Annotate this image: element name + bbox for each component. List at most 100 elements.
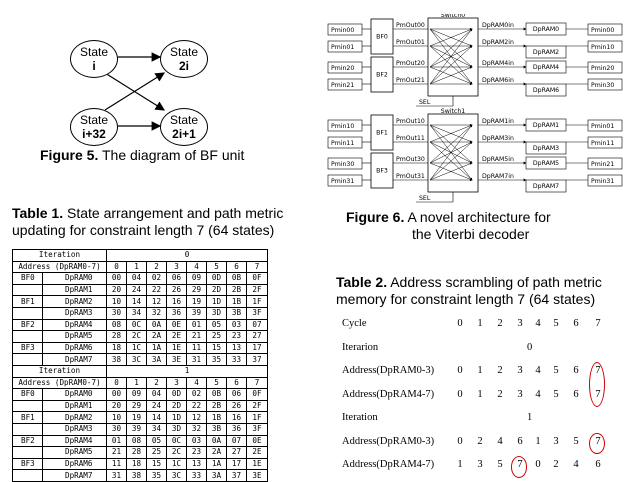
table-cell: BF1 — [12, 295, 43, 308]
table-cell: 33 — [186, 469, 207, 482]
bf-label: BF2 — [376, 72, 388, 79]
dpram-label: DpRAM6 — [533, 87, 559, 94]
table-cell: 6 — [517, 435, 523, 447]
table-cell: 14 — [146, 411, 167, 424]
dpram-label: DpRAM0 — [533, 26, 559, 33]
output-label: Pmin10 — [591, 44, 614, 51]
bf-unit-box — [370, 56, 394, 93]
table-cell: 7 — [246, 260, 268, 274]
table-cell: DpRAM4 — [42, 434, 107, 448]
table-cell: 15 — [206, 341, 227, 355]
table-cell: 26 — [166, 283, 187, 297]
pmout-label: PmOut11 — [396, 135, 425, 142]
switch-label: Switch1 — [441, 108, 465, 115]
table-cell: 20 — [106, 283, 127, 297]
dpram-box — [525, 45, 567, 59]
table-cell: 35 — [146, 469, 167, 482]
dpram-label: DpRAM3 — [533, 145, 559, 152]
table-cell: 19 — [186, 295, 207, 308]
table-cell: 29 — [186, 283, 207, 297]
bf-label: BF1 — [376, 130, 388, 137]
state-label: State — [79, 45, 109, 59]
table-cell: 3D — [166, 422, 187, 436]
table-cell: 08 — [106, 318, 127, 332]
state-node-2i1: State 2i+1 — [160, 108, 208, 146]
state-node-2i: State 2i — [160, 40, 208, 78]
table-cell — [12, 306, 43, 320]
table-cell: 2E — [166, 330, 187, 343]
highlight-circle — [589, 432, 605, 454]
table-cell: 36 — [166, 306, 187, 320]
table-cell: 0E — [246, 434, 268, 448]
table-cell: 4 — [573, 459, 579, 470]
table-cell — [12, 399, 43, 413]
output-label: Pmin30 — [591, 82, 614, 89]
dpram-label: DpRAM5 — [533, 160, 559, 167]
table-cell: 35 — [206, 353, 227, 366]
table-cell: 5 — [497, 459, 503, 470]
crossbar-wire — [429, 45, 473, 85]
table-cell: 2D — [206, 283, 227, 297]
table-cell: 1C — [166, 457, 187, 471]
sel-label: SEL — [419, 99, 431, 106]
table-cell — [12, 422, 43, 436]
state-index: 2i — [178, 59, 189, 73]
table-cell: 24 — [126, 283, 147, 297]
state-index: 2i+1 — [172, 127, 196, 141]
table-cell: 33 — [226, 353, 247, 366]
table-cell: Iteration — [12, 249, 107, 262]
output-label: Pmin21 — [591, 161, 614, 168]
crossbar-wire — [429, 162, 473, 181]
table-cell: 20 — [106, 399, 127, 413]
table-cell: 25 — [146, 446, 167, 459]
table-cell: 0 — [106, 249, 268, 262]
table-cell: 5 — [206, 260, 227, 274]
table-cell: 6 — [226, 260, 247, 274]
table-cell: 1 — [527, 412, 533, 423]
table-cell: 1E — [166, 341, 187, 355]
dpram-label: DpRAM7 — [533, 183, 559, 190]
table-cell: 02 — [186, 388, 207, 401]
table-cell: 34 — [126, 306, 147, 320]
highlight-circle — [589, 362, 605, 407]
table-cell: 11 — [186, 341, 207, 355]
table-cell: 25 — [206, 330, 227, 343]
crossbar-wire — [429, 28, 473, 47]
table-cell: 3C — [166, 469, 187, 482]
table-cell: 28 — [106, 330, 127, 343]
table-cell: 26 — [226, 399, 247, 413]
table-cell: 06 — [226, 388, 247, 401]
table-cell: 24 — [146, 399, 167, 413]
table-cell: 6 — [573, 388, 579, 400]
table-cell: 30 — [106, 422, 127, 436]
table-cell: 31 — [106, 469, 127, 482]
table-cell: 1 — [477, 318, 483, 329]
table-cell: DpRAM5 — [42, 330, 107, 343]
table-cell: DpRAM7 — [42, 353, 107, 366]
table-cell: 3A — [146, 353, 167, 366]
table-cell: 6 — [226, 376, 247, 390]
table-cell: 7 — [246, 376, 268, 390]
table-cell: 5 — [553, 365, 559, 376]
table-cell: 4 — [535, 318, 541, 329]
table-cell: 1B — [226, 295, 247, 308]
input-label: Pmin00 — [331, 27, 354, 34]
state-label: State — [169, 113, 199, 127]
pmout-label: PmOut00 — [396, 22, 425, 29]
table-cell: 2 — [497, 365, 503, 376]
table-cell: 38 — [126, 469, 147, 482]
state-node-i: State i — [70, 40, 118, 78]
input-box — [327, 23, 363, 36]
state-label: State — [79, 113, 109, 127]
input-label: Pmin11 — [331, 140, 354, 147]
